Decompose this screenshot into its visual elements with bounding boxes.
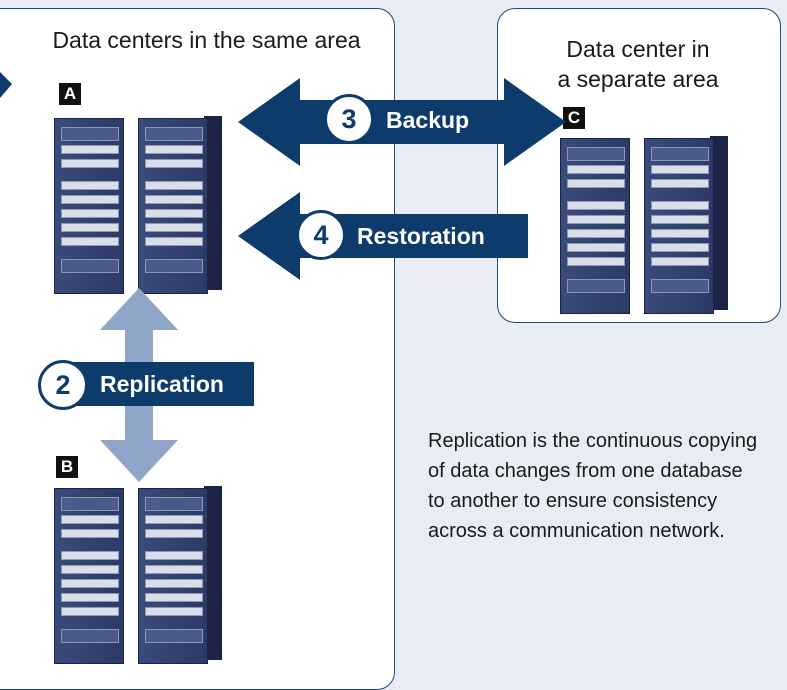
step-2-badge: 2	[38, 360, 88, 410]
backup-label: Backup	[386, 107, 470, 133]
separate-area-panel	[497, 8, 781, 323]
separate-area-title-line2: a separate area	[557, 66, 719, 92]
separate-area-title: Data center in a separate area	[505, 34, 771, 94]
site-label-a: A	[59, 83, 81, 105]
server-rack-a	[54, 112, 230, 294]
incoming-arrow-stub	[0, 72, 12, 98]
server-rack-b	[54, 482, 230, 664]
server-rack-c	[560, 132, 736, 314]
replication-caption: Replication is the continuous copying of…	[428, 430, 758, 542]
restoration-label: Restoration	[357, 223, 485, 249]
site-label-c: C	[563, 107, 585, 129]
same-area-title: Data centers in the same area	[52, 27, 361, 53]
step-3-badge: 3	[324, 94, 374, 144]
replication-label-bar	[60, 362, 254, 406]
replication-label: Replication	[100, 371, 224, 397]
separate-area-title-line1: Data center in	[566, 36, 710, 62]
step-4-badge: 4	[296, 210, 346, 260]
backup-arrow	[238, 78, 566, 166]
site-label-b: B	[56, 456, 78, 478]
